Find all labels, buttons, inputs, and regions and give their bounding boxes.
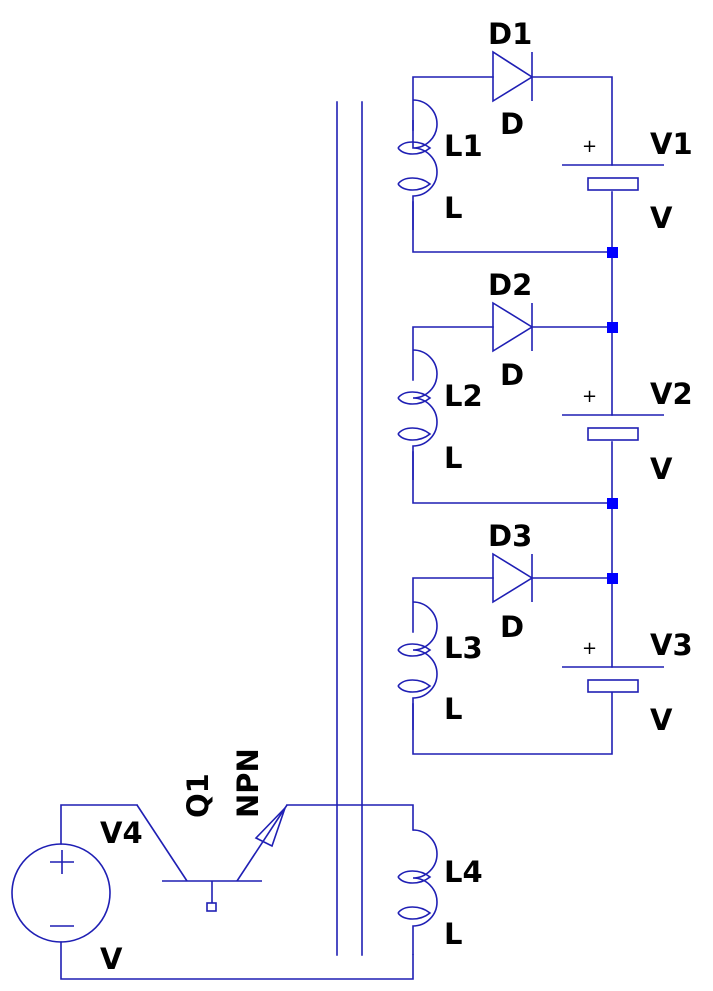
v1-value: V — [650, 201, 673, 235]
l3-value: L — [444, 692, 462, 726]
l1-value: L — [444, 191, 462, 225]
v3-polarity: + — [582, 638, 597, 659]
junction-dot — [607, 498, 618, 509]
l2-value: L — [444, 441, 462, 475]
q1-name: Q1 — [181, 773, 215, 818]
d2-name: D2 — [488, 268, 532, 302]
diode-d3[interactable] — [492, 552, 534, 604]
d1-value: D — [500, 107, 524, 141]
battery-v1[interactable]: + — [562, 136, 664, 191]
l2-name: L2 — [444, 379, 483, 413]
battery-v3[interactable]: + — [562, 638, 664, 693]
d3-name: D3 — [488, 519, 532, 553]
inductor-l2[interactable] — [397, 349, 438, 480]
d3-value: D — [500, 610, 524, 644]
l4-name: L4 — [444, 855, 483, 889]
l1-name: L1 — [444, 129, 483, 163]
primary-circuit: V4 V L4 L Q1 NPN — [11, 748, 483, 980]
l3-name: L3 — [444, 631, 483, 665]
v1-name: V1 — [650, 127, 693, 161]
d2-value: D — [500, 358, 524, 392]
v3-name: V3 — [650, 628, 693, 662]
v1-polarity: + — [582, 136, 597, 157]
stage-1: + D1 D L1 L V1 V — [397, 17, 693, 253]
v2-value: V — [650, 452, 673, 486]
stage-3: + D3 D L3 L V3 V — [397, 502, 693, 755]
l4-value: L — [444, 917, 462, 951]
inductor-l3[interactable] — [397, 601, 438, 730]
v2-polarity: + — [582, 386, 597, 407]
v4-value: V — [100, 942, 123, 976]
junction-dot — [607, 247, 618, 258]
junction-dots — [607, 247, 618, 584]
d1-name: D1 — [488, 17, 532, 51]
voltage-source-v4[interactable] — [11, 843, 111, 943]
stage-2: + D2 D L2 L V2 V — [397, 251, 693, 504]
transistor-q1[interactable] — [136, 804, 288, 912]
q1-value: NPN — [231, 748, 265, 818]
v4-name: V4 — [100, 816, 143, 850]
junction-dot — [607, 573, 618, 584]
diode-d2[interactable] — [492, 301, 534, 353]
transformer-core — [336, 101, 363, 956]
v3-value: V — [650, 703, 673, 737]
inductor-l4[interactable] — [397, 829, 438, 955]
diode-d1[interactable] — [492, 50, 534, 103]
v2-name: V2 — [650, 377, 693, 411]
junction-dot — [607, 322, 618, 333]
inductor-l1[interactable] — [397, 99, 438, 230]
battery-v2[interactable]: + — [562, 386, 664, 441]
